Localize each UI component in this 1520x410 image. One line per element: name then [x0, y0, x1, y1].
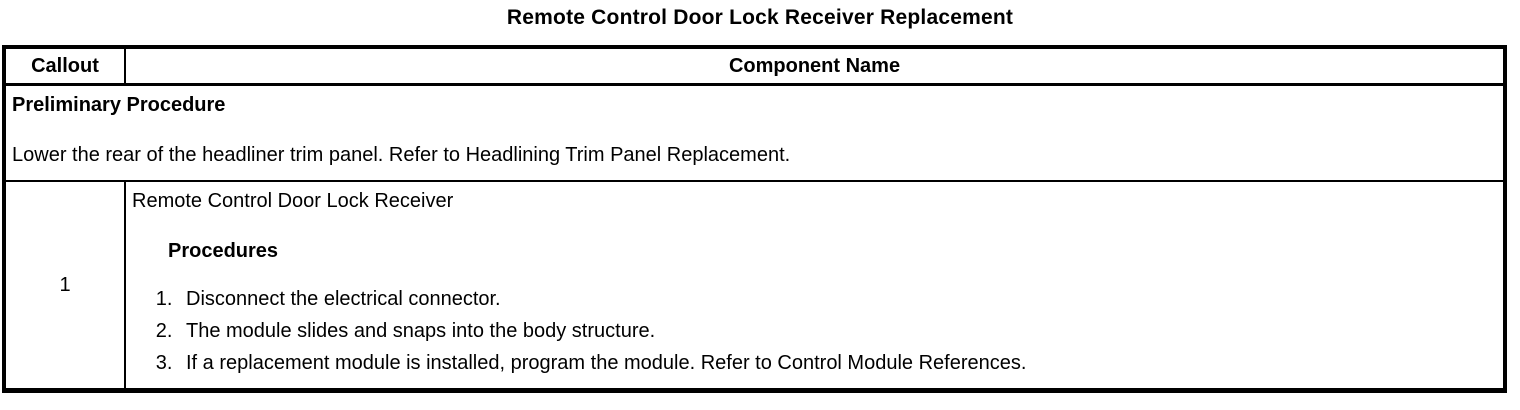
- procedure-step-1: Disconnect the electrical connector.: [178, 288, 1495, 310]
- procedures-heading: Procedures: [168, 240, 279, 262]
- preliminary-procedure-heading: Preliminary Procedure: [12, 94, 226, 116]
- callout-number: 1: [6, 182, 126, 388]
- preliminary-procedure-row: Preliminary Procedure Lower the rear of …: [6, 86, 1503, 182]
- component-cell: Remote Control Door Lock Receiver Proced…: [126, 182, 1503, 388]
- column-header-callout: Callout: [6, 49, 126, 83]
- preliminary-procedure-text: Lower the rear of the headliner trim pan…: [12, 144, 791, 166]
- component-table: Callout Component Name Preliminary Proce…: [2, 45, 1507, 393]
- table-header-row: Callout Component Name: [6, 49, 1503, 86]
- component-name: Remote Control Door Lock Receiver: [132, 190, 454, 212]
- procedure-step-2: The module slides and snaps into the bod…: [178, 320, 1495, 342]
- procedure-step-3: If a replacement module is installed, pr…: [178, 352, 1495, 374]
- column-header-component-name: Component Name: [728, 54, 901, 77]
- page-title: Remote Control Door Lock Receiver Replac…: [506, 6, 1014, 29]
- table-row: 1 Remote Control Door Lock Receiver Proc…: [6, 182, 1503, 388]
- procedure-steps: Disconnect the electrical connector. The…: [132, 288, 1495, 374]
